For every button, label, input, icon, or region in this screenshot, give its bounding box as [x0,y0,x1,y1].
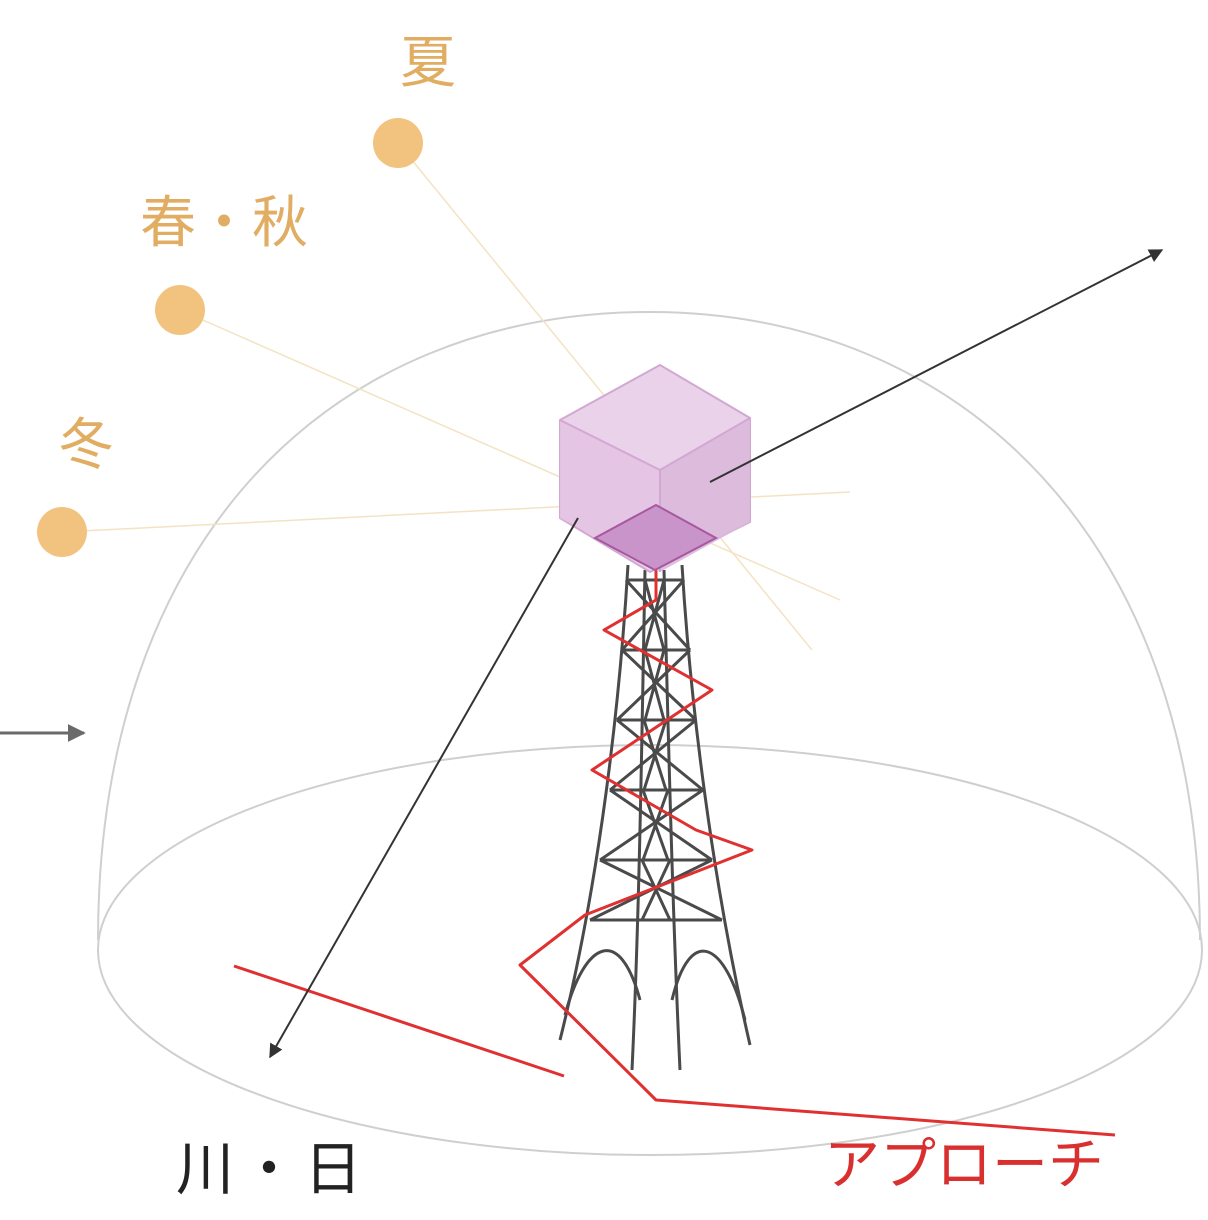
dome-outline [97,310,1201,941]
label-approach: アプローチ [824,1133,1104,1198]
approach-branch [233,964,565,1078]
label-spring-autumn: 春・秋 [140,191,308,256]
observation-cube [559,363,751,574]
approach-path [518,520,1116,1137]
sun-winter [37,507,87,557]
label-river-day: 川・日 [176,1135,369,1203]
sun-summer [373,118,423,168]
sun-spring-autumn [155,285,205,335]
view-arrow-upper [709,249,1164,483]
label-winter: 冬 [58,413,114,478]
view-arrow-lower [269,517,579,1059]
label-summer: 夏 [400,31,456,96]
tower [558,564,752,1071]
